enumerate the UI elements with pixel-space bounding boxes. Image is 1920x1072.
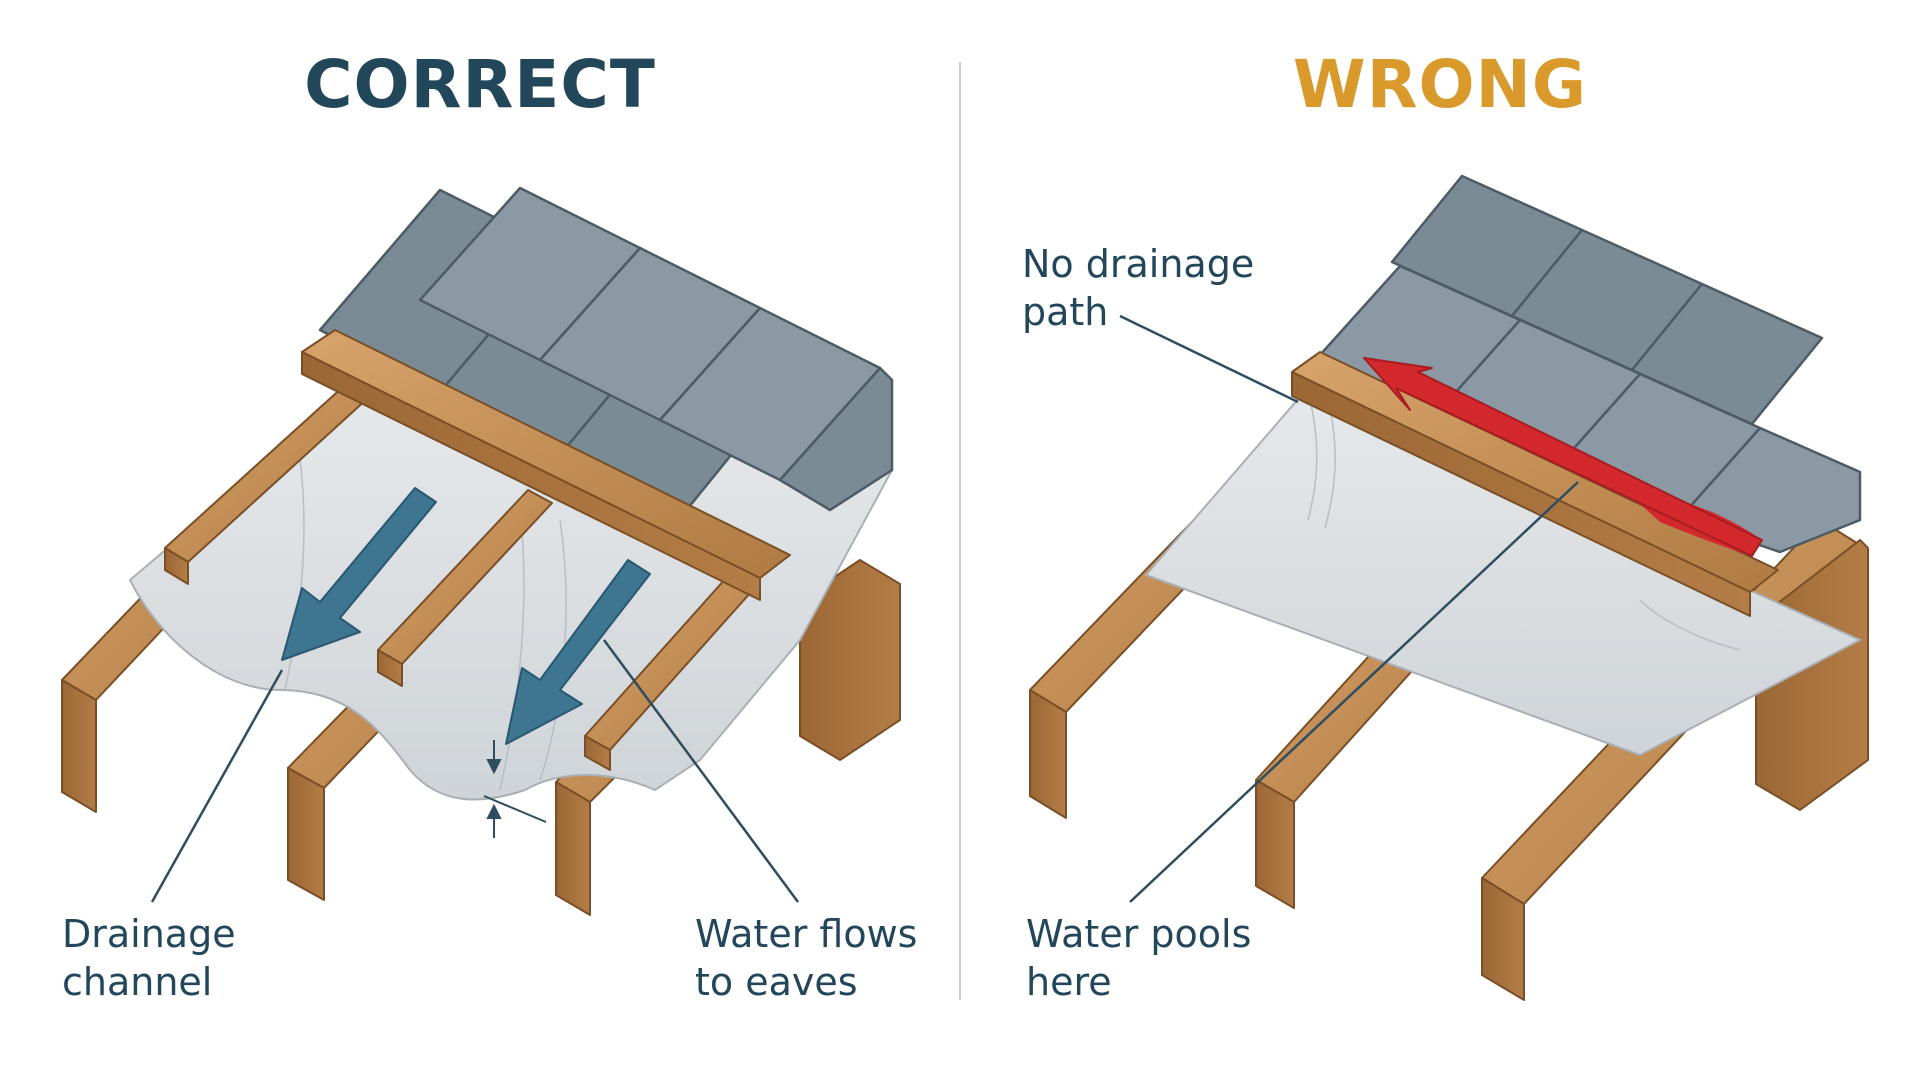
label-line: here <box>1026 960 1112 1004</box>
wrong-ridge-batten <box>1291 351 1779 617</box>
flow-arrow-right <box>505 559 651 745</box>
label-line: to eaves <box>695 960 858 1004</box>
pool-arrow-shape <box>1363 357 1763 557</box>
gap-dimension-marker <box>483 740 547 838</box>
correct-roof-illustration <box>61 186 901 916</box>
label-drainage-channel: Drainage channel <box>62 910 236 1006</box>
wrong-leader-lines <box>1119 314 1579 903</box>
label-line: Drainage <box>62 912 236 956</box>
wrong-membrane <box>1144 388 1863 757</box>
label-water-flows: Water flows to eaves <box>695 910 917 1006</box>
label-line: No drainage <box>1022 242 1255 286</box>
label-line: channel <box>62 960 213 1004</box>
drainage-arrows <box>281 487 651 745</box>
correct-ridge-batten <box>301 329 791 601</box>
wrong-tiles <box>1318 174 1862 554</box>
wrong-membrane-wrinkles <box>1307 399 1741 651</box>
label-water-pools: Water pools here <box>1026 910 1251 1006</box>
label-line: path <box>1022 290 1109 334</box>
label-no-drainage-path: No drainage path <box>1022 240 1254 336</box>
label-line: Water flows <box>695 912 918 956</box>
wrong-roof-illustration <box>1029 174 1869 1001</box>
wrong-heading: WRONG <box>1292 46 1588 123</box>
flow-arrow-left <box>281 487 437 661</box>
correct-heading: CORRECT <box>304 46 656 123</box>
label-line: Water pools <box>1026 912 1252 956</box>
pooling-arrow <box>1363 357 1763 557</box>
correct-leader-lines <box>150 639 800 903</box>
